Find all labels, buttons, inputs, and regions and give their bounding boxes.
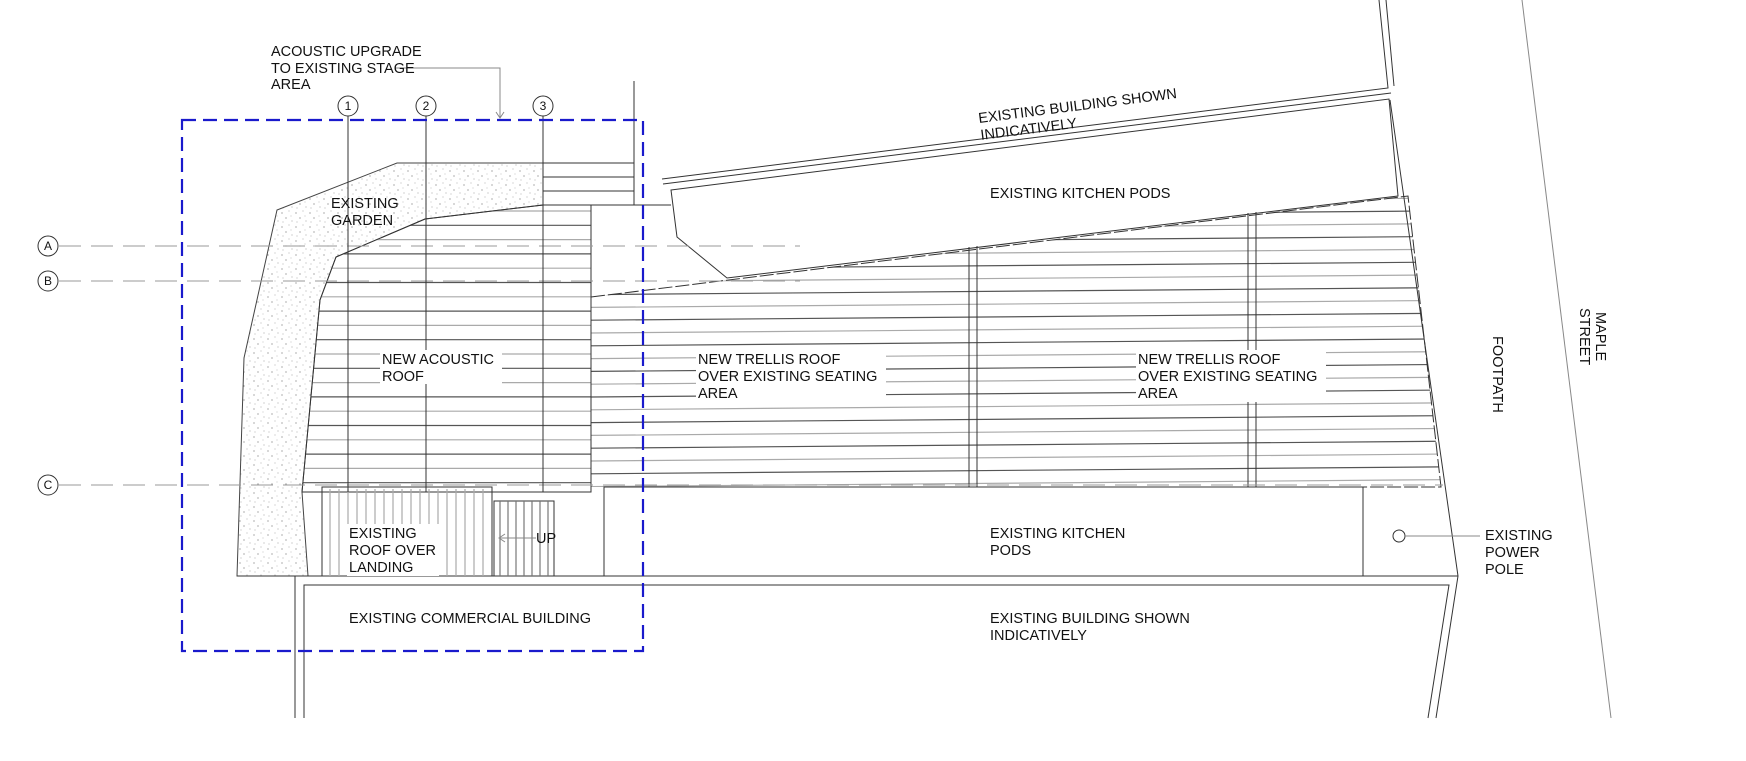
acoustic-upgrade-boundary [180, 118, 645, 653]
svg-text:A: A [44, 239, 52, 253]
existing-power-pole-label: EXISTING POWER POLE [1485, 528, 1553, 578]
svg-text:LANDING: LANDING [349, 560, 413, 576]
svg-text:OVER EXISTING SEATING: OVER EXISTING SEATING [1138, 369, 1317, 385]
existing-kitchen-pods-top-label: EXISTING KITCHEN PODS [990, 186, 1170, 202]
svg-text:C: C [44, 478, 53, 492]
hatch-line [591, 440, 1441, 449]
grid-column-3: 3 [532, 95, 554, 117]
svg-text:AREA: AREA [698, 386, 738, 402]
new-acoustic-roof-outline [301, 204, 592, 493]
stair-up-label: UP [536, 531, 556, 547]
svg-text:1: 1 [345, 99, 352, 113]
street-kerb-line [1521, 0, 1612, 719]
svg-text:NEW ACOUSTIC: NEW ACOUSTIC [382, 352, 494, 368]
hatch-line [591, 261, 1441, 270]
arrow-head-icon [495, 111, 505, 119]
grid-lines [59, 116, 1443, 492]
grid-row-c: C [37, 474, 59, 496]
hatch-line [591, 453, 1441, 462]
power-pole-icon [1392, 529, 1406, 543]
new-trellis-roof-outline [590, 195, 1442, 488]
leader-line [395, 67, 501, 118]
hatch-line [591, 210, 1441, 219]
svg-text:POLE: POLE [1485, 562, 1524, 578]
svg-text:EXISTING KITCHEN: EXISTING KITCHEN [990, 526, 1125, 542]
grid-column-2: 2 [415, 95, 437, 117]
svg-text:EXISTING BUILDING SHOWN: EXISTING BUILDING SHOWN [977, 86, 1177, 127]
svg-text:STREET: STREET [1576, 308, 1592, 365]
grid-row-a: A [37, 235, 59, 257]
arrow-head-icon [498, 533, 506, 543]
new-trellis-roof-label-2: NEW TRELLIS ROOF OVER EXISTING SEATING A… [1136, 350, 1326, 402]
svg-text:ACOUSTIC UPGRADE: ACOUSTIC UPGRADE [271, 44, 422, 60]
svg-text:ROOF OVER: ROOF OVER [349, 543, 436, 559]
svg-text:AREA: AREA [271, 77, 311, 93]
hatch-line [591, 299, 1441, 308]
footpath-label: FOOTPATH [1489, 336, 1505, 413]
svg-text:AREA: AREA [1138, 386, 1178, 402]
hatch-line [591, 312, 1441, 321]
existing-kitchen-pods-bottom-label: EXISTING KITCHEN PODS [990, 526, 1125, 559]
hatch-line [591, 427, 1441, 436]
new-trellis-roof-hatch [591, 197, 1450, 499]
svg-text:ROOF: ROOF [382, 369, 424, 385]
hatch-line [591, 248, 1441, 257]
new-acoustic-roof-label: NEW ACOUSTIC ROOF [380, 350, 502, 385]
svg-text:NEW TRELLIS ROOF: NEW TRELLIS ROOF [1138, 352, 1280, 368]
svg-text:B: B [44, 274, 52, 288]
svg-text:OVER EXISTING SEATING: OVER EXISTING SEATING [698, 369, 877, 385]
existing-building-bottom-label: EXISTING BUILDING SHOWN INDICATIVELY [990, 611, 1190, 644]
existing-commercial-building [294, 576, 1450, 719]
new-trellis-roof-label-1: NEW TRELLIS ROOF OVER EXISTING SEATING A… [696, 350, 886, 402]
svg-text:INDICATIVELY: INDICATIVELY [990, 628, 1087, 644]
svg-text:3: 3 [540, 99, 547, 113]
existing-kitchen-pods-bottom [603, 486, 1364, 577]
svg-text:2: 2 [423, 99, 430, 113]
svg-text:EXISTING BUILDING SHOWN: EXISTING BUILDING SHOWN [990, 611, 1190, 627]
hatch-line [591, 223, 1441, 232]
existing-roof-over-landing-label: EXISTING ROOF OVER LANDING [347, 524, 439, 576]
existing-commercial-building-label: EXISTING COMMERCIAL BUILDING [349, 611, 591, 627]
hatch-line [591, 466, 1441, 475]
grid-row-b: B [37, 270, 59, 292]
hatch-line [591, 479, 1441, 487]
hatch-line [591, 492, 1450, 499]
stair [493, 500, 555, 577]
existing-building-top-label: EXISTING BUILDING SHOWN INDICATIVELY [977, 86, 1177, 144]
hatch-line [591, 415, 1441, 424]
acoustic-upgrade-label: ACOUSTIC UPGRADE TO EXISTING STAGE AREA [271, 44, 422, 93]
hatch-line [591, 402, 1441, 411]
svg-text:TO EXISTING STAGE: TO EXISTING STAGE [271, 61, 415, 77]
svg-text:NEW TRELLIS ROOF: NEW TRELLIS ROOF [698, 352, 840, 368]
svg-text:POWER: POWER [1485, 545, 1540, 561]
maple-street-label: MAPLE STREET [1576, 308, 1608, 365]
svg-text:PODS: PODS [990, 543, 1031, 559]
svg-text:MAPLE: MAPLE [1592, 312, 1608, 361]
grid-column-1: 1 [337, 95, 359, 117]
existing-garden-label: EXISTING GARDEN [331, 196, 399, 229]
existing-kitchen-pods-top [670, 98, 1399, 279]
site-boundary-east [1389, 99, 1459, 719]
existing-building-top [661, 0, 1395, 185]
trellis-beams [968, 212, 1257, 487]
svg-text:EXISTING: EXISTING [1485, 528, 1553, 544]
svg-text:EXISTING: EXISTING [349, 526, 417, 542]
hatch-line [591, 287, 1441, 296]
new-acoustic-roof-hatch [302, 210, 591, 484]
stage-steps [542, 81, 671, 206]
svg-text:GARDEN: GARDEN [331, 213, 393, 229]
hatch-line [591, 325, 1441, 334]
hatch-line [591, 338, 1441, 347]
svg-text:EXISTING: EXISTING [331, 196, 399, 212]
